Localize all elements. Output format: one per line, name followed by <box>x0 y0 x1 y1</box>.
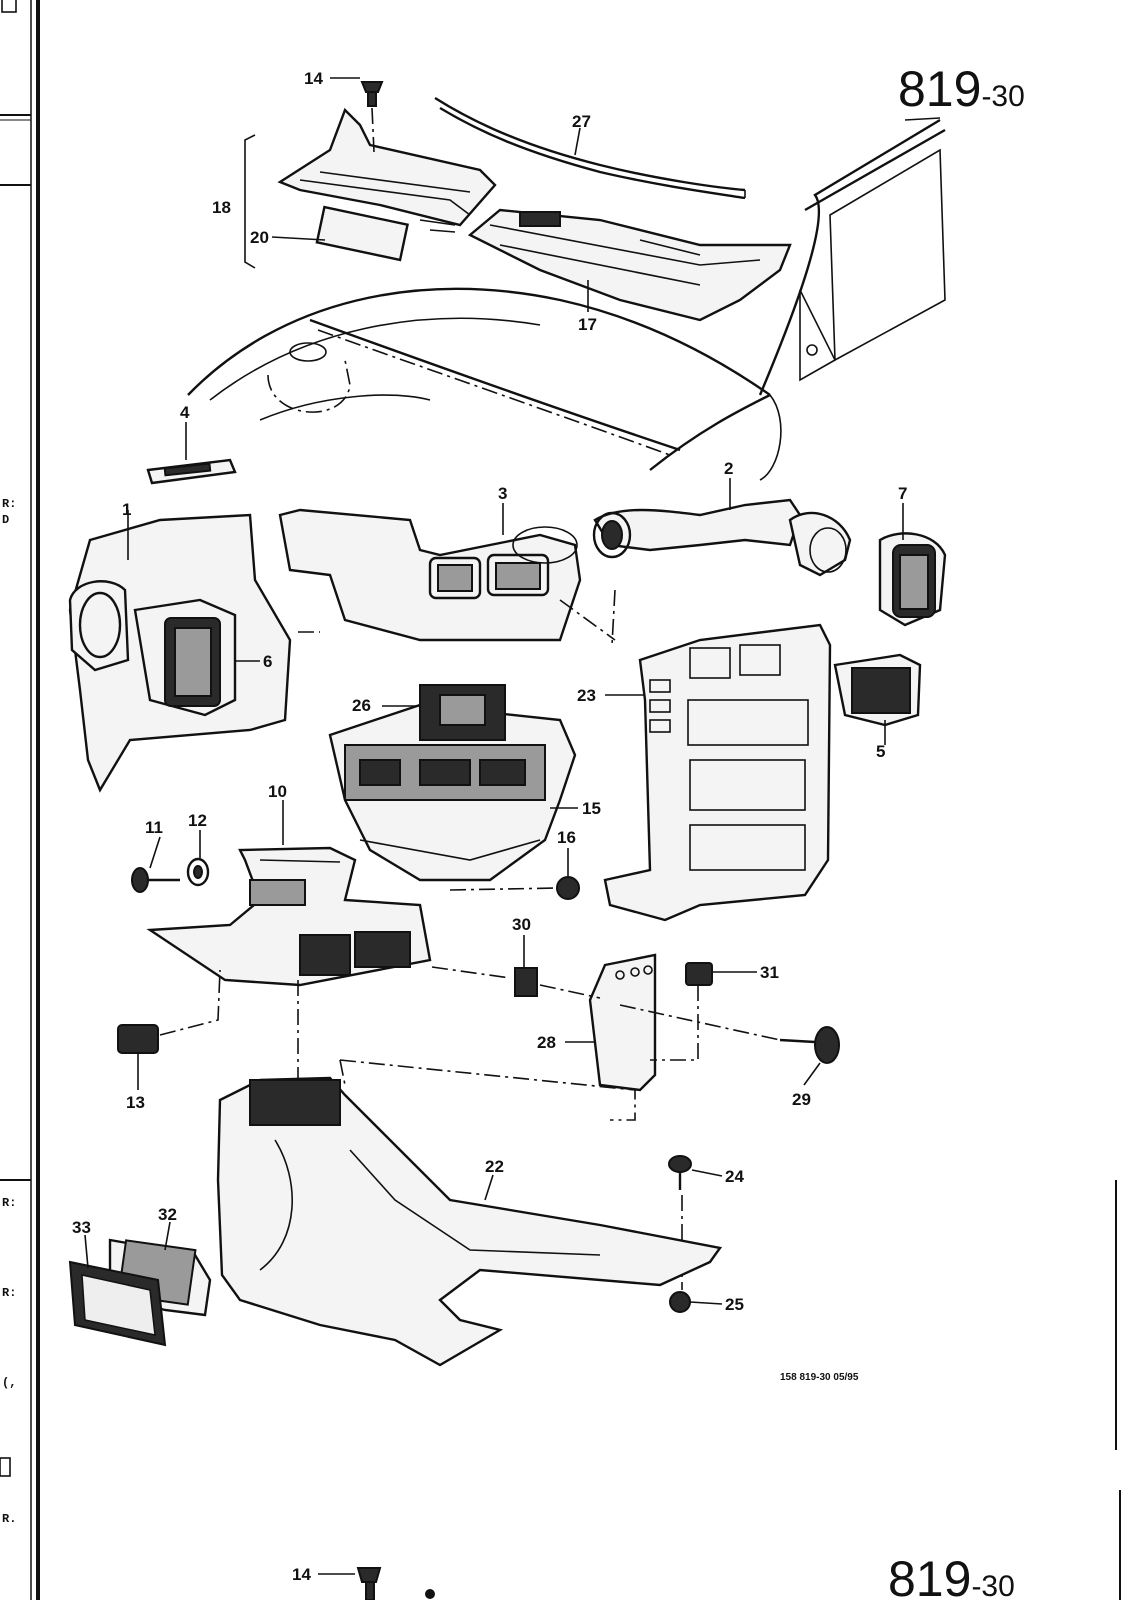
callout-16: 16 <box>557 828 576 847</box>
trim-screw <box>668 1155 692 1190</box>
edge-fragment: R: <box>2 497 16 511</box>
screw <box>131 867 180 893</box>
callout-11: 11 <box>145 818 163 837</box>
hex-nut <box>685 962 713 986</box>
vehicle-body-outline <box>187 117 946 481</box>
plastic-rivet <box>669 1291 691 1313</box>
callout-29: 29 <box>792 1090 811 1109</box>
callout-22: 22 <box>485 1157 504 1176</box>
callout-3: 3 <box>498 484 507 503</box>
callout-20: 20 <box>250 228 269 247</box>
callout-23: 23 <box>577 686 596 705</box>
right-cowl-grille-panel <box>467 208 792 322</box>
callout-10: 10 <box>268 782 287 801</box>
callout-24: 24 <box>725 1167 744 1186</box>
callout-14: 14 <box>304 69 323 88</box>
callout-31: 31 <box>760 963 779 982</box>
callout-2: 2 <box>724 459 733 478</box>
assembly-line <box>449 887 559 891</box>
edge-fragment: (, <box>2 1376 16 1390</box>
callout-6: 6 <box>263 652 272 671</box>
edge-fragment: R: <box>2 1286 16 1300</box>
left-cowl-grille-panel <box>277 107 497 262</box>
defroster-vent <box>146 458 237 485</box>
callout-25: 25 <box>725 1295 744 1314</box>
callout-33: 33 <box>72 1218 91 1237</box>
center-air-duct <box>278 508 582 642</box>
console-front-panel <box>146 846 432 987</box>
trim-frame <box>68 1260 167 1347</box>
instrument-center-bezel <box>603 623 832 922</box>
callout-14-next: 14 <box>292 1565 311 1584</box>
callout-26: 26 <box>352 696 371 715</box>
bolt <box>779 1026 840 1064</box>
callout-7: 7 <box>898 484 907 503</box>
edge-fragment: R: <box>2 1196 16 1210</box>
center-console-body <box>216 1076 723 1367</box>
edge-fragment: R. <box>2 1512 16 1526</box>
callout-30: 30 <box>512 915 531 934</box>
mounting-bracket <box>588 953 657 1092</box>
leader-lines <box>84 77 904 1305</box>
callout-17: 17 <box>578 315 597 334</box>
callout-labels: 14 27 18 20 17 4 2 3 7 1 6 26 23 5 10 15… <box>72 69 907 1314</box>
edge-fragment: D <box>2 513 9 527</box>
callout-4: 4 <box>180 403 190 422</box>
page-number: 819-30 <box>898 61 1025 117</box>
washer <box>186 857 210 887</box>
callout-28: 28 <box>537 1033 556 1052</box>
center-air-vent <box>833 653 922 727</box>
small-trim-cover <box>117 1024 159 1054</box>
climate-control-housing <box>328 684 577 882</box>
windshield-molding-strip <box>434 96 746 200</box>
push-clip <box>360 81 384 107</box>
callout-1: 1 <box>122 500 131 519</box>
left-air-duct <box>68 513 292 793</box>
callout-13: 13 <box>126 1093 145 1112</box>
callout-32: 32 <box>158 1205 177 1224</box>
callout-18: 18 <box>212 198 231 217</box>
speed-nut-clip <box>514 967 538 997</box>
callout-15: 15 <box>582 799 601 818</box>
diagram-caption: 158 819-30 05/95 <box>780 1372 859 1383</box>
callout-5: 5 <box>876 742 885 761</box>
right-air-duct <box>592 498 852 577</box>
group-brace <box>244 134 256 269</box>
next-page-header: 14 819-30 <box>292 1551 1015 1600</box>
nut <box>556 876 580 900</box>
callout-12: 12 <box>188 811 207 830</box>
callout-27: 27 <box>572 112 591 131</box>
side-air-vent-right <box>878 532 947 627</box>
assembly-line <box>159 969 221 1036</box>
assembly-lines <box>297 589 781 1290</box>
next-page-number: 819-30 <box>888 1551 1015 1600</box>
left-page-edge: R: D R: R: (, R. <box>0 0 40 1600</box>
